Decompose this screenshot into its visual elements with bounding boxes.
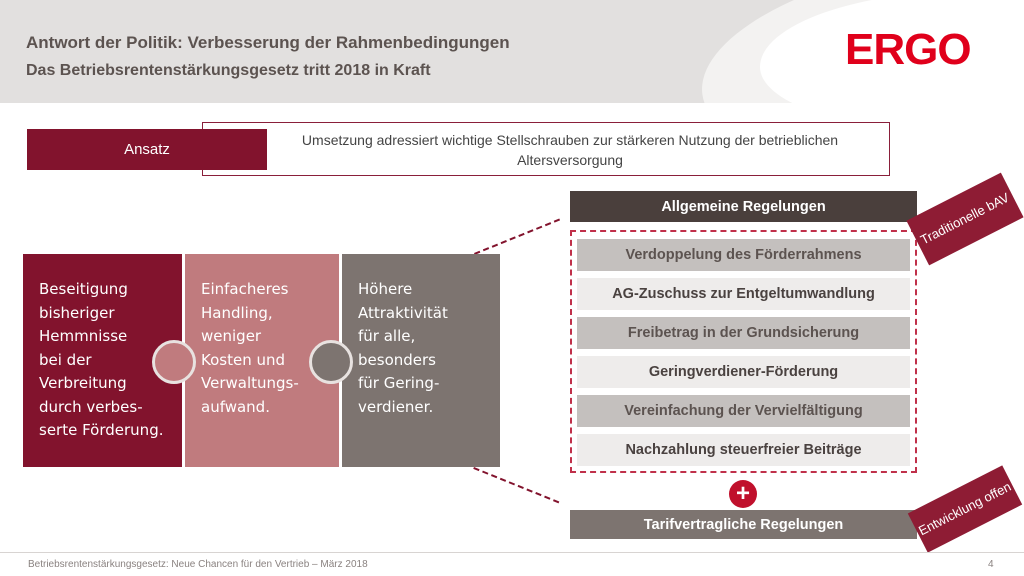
regelung-item: Geringverdiener-Förderung [577, 356, 910, 388]
puzzle-line: Beseitigung [39, 280, 128, 298]
puzzle-line: Einfacheres [201, 280, 289, 298]
puzzle-line: Kosten und [201, 350, 286, 369]
puzzle-knob-2 [309, 340, 353, 384]
puzzle-piece-3: Höhere Attraktivität für alle, besonders… [342, 254, 500, 467]
regelungen-frame [570, 230, 917, 473]
puzzle-line: verdiener. [358, 397, 434, 416]
puzzle-line: serte Förderung. [39, 421, 164, 439]
plus-icon: + [729, 480, 757, 508]
puzzle-line: Hemmnisse [39, 327, 128, 345]
badge-traditionelle-bav: Traditionelle bAV [906, 172, 1024, 266]
slide-title: Antwort der Politik: Verbesserung der Ra… [26, 33, 510, 52]
tarifvertragliche-header: Tarifvertragliche Regelungen [570, 510, 917, 539]
puzzle-line: Verwaltungs- [201, 374, 299, 392]
badge-entwicklung-offen: Entwicklung offen [907, 465, 1023, 553]
puzzle-line: aufwand. [201, 397, 270, 416]
ansatz-text: Umsetzung adressiert wichtige Stellschra… [301, 132, 839, 168]
connector-top [474, 218, 561, 255]
regelung-item: Freibetrag in der Grundsicherung [577, 317, 910, 349]
puzzle-line: für alle, [358, 327, 416, 345]
puzzle-line: besonders [358, 350, 436, 369]
puzzle-line: weniger [201, 327, 262, 345]
puzzle-line: für Gering- [358, 374, 440, 392]
footer-divider [0, 552, 1024, 553]
slide-subtitle: Das Betriebsrentenstärkungsgesetz tritt … [26, 62, 431, 79]
puzzle-knob-1 [152, 340, 196, 384]
puzzle-line: Verbreitung [39, 374, 127, 392]
ansatz-box [202, 122, 890, 176]
footer-text: Betriebsrentenstärkungsgesetz: Neue Chan… [28, 559, 368, 570]
allgemeine-header: Allgemeine Regelungen [570, 191, 917, 222]
puzzle-line: Höhere [358, 280, 413, 298]
header-band [0, 0, 1024, 103]
ansatz-label: Ansatz [27, 129, 267, 170]
regelung-item: Verdoppelung des Förderrahmens [577, 239, 910, 271]
regelung-item: Nachzahlung steuerfreier Beiträge [577, 434, 910, 466]
puzzle-line: durch verbes- [39, 397, 143, 416]
page-number: 4 [988, 559, 994, 570]
puzzle-line: bisheriger [39, 303, 115, 322]
ergo-logo: ERGO [845, 25, 972, 74]
puzzle-line: Handling, [201, 303, 273, 322]
puzzle-line: Attraktivität [358, 303, 448, 322]
regelung-item: AG-Zuschuss zur Entgeltumwandlung [577, 278, 910, 310]
puzzle-line: bei der [39, 350, 92, 369]
regelung-item: Vereinfachung der Vervielfältigung [577, 395, 910, 427]
connector-bottom [473, 467, 560, 504]
